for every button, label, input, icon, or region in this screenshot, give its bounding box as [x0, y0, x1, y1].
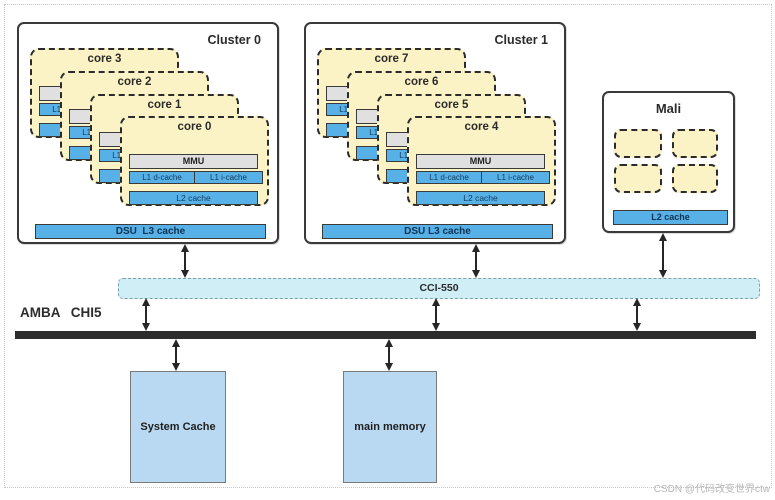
system-cache-box: System Cache: [130, 371, 226, 483]
arrow-cluster1-cci: [472, 244, 480, 278]
core-card: core 4 MMU L1 d-cache L1 i-cache L2 cach…: [407, 116, 556, 206]
arrow-bus-main-memory: [385, 339, 393, 371]
core-title: core 3: [87, 53, 122, 65]
mmu-block: MMU: [416, 154, 545, 169]
shader-core-box: [614, 164, 662, 193]
dsu-l3-cache-bar: DSU L3 cache: [35, 224, 266, 239]
cluster-title: Cluster 1: [494, 33, 549, 47]
mali-title: Mali: [655, 101, 682, 116]
l1-dcache-block: L1 d-cache: [142, 173, 182, 182]
core-title: core 6: [404, 76, 439, 88]
arrow-cci-bus-left: [142, 298, 150, 331]
l2-cache-block: L2 cache: [416, 191, 545, 205]
cluster-1-box: Cluster 1 core 7 MMU L1 d-cache L1 i-cac…: [304, 22, 566, 244]
l1-icache-block: L1 i-cache: [194, 172, 262, 183]
arrow-mali-cci: [659, 233, 667, 278]
cluster-title: Cluster 0: [207, 33, 262, 47]
shader-core-box: [614, 129, 662, 158]
amba-chi5-label: AMBA CHI5: [20, 305, 102, 320]
core-title: core 5: [434, 99, 469, 111]
arrow-cluster0-cci: [181, 244, 189, 278]
watermark: CSDN @代码改变世界ctw: [653, 484, 770, 495]
l1-cache-row: L1 d-cache L1 i-cache: [416, 171, 550, 184]
arrow-cci-bus-mid: [432, 298, 440, 331]
main-memory-box: main memory: [343, 371, 437, 483]
shader-core-box: [672, 164, 718, 193]
core-title: core 0: [177, 121, 212, 133]
cluster-0-box: Cluster 0 core 3 MMU L1 d-cache L1 i-cac…: [17, 22, 279, 244]
arrow-bus-system-cache: [172, 339, 180, 371]
shader-core-box: [672, 129, 718, 158]
core-title: core 2: [117, 76, 152, 88]
arrow-cci-bus-right: [633, 298, 641, 331]
core-card: core 0 MMU L1 d-cache L1 i-cache L2 cach…: [120, 116, 269, 206]
l2-cache-block: L2 cache: [129, 191, 258, 205]
mali-l2-cache-bar: L2 cache: [613, 210, 728, 225]
core-title: core 7: [374, 53, 409, 65]
l1-dcache-block: L1 d-cache: [429, 173, 469, 182]
l1-icache-block: L1 i-cache: [481, 172, 549, 183]
amba-chi5-bus-bar: [15, 331, 756, 339]
core-title: core 1: [147, 99, 182, 111]
mmu-block: MMU: [129, 154, 258, 169]
core-title: core 4: [464, 121, 499, 133]
cci-550-interconnect: CCI-550: [118, 278, 760, 299]
page-border-frame: [4, 4, 772, 488]
mali-gpu-box: Mali L2 cache: [602, 91, 735, 233]
dsu-l3-cache-bar: DSU L3 cache: [322, 224, 553, 239]
l1-cache-row: L1 d-cache L1 i-cache: [129, 171, 263, 184]
